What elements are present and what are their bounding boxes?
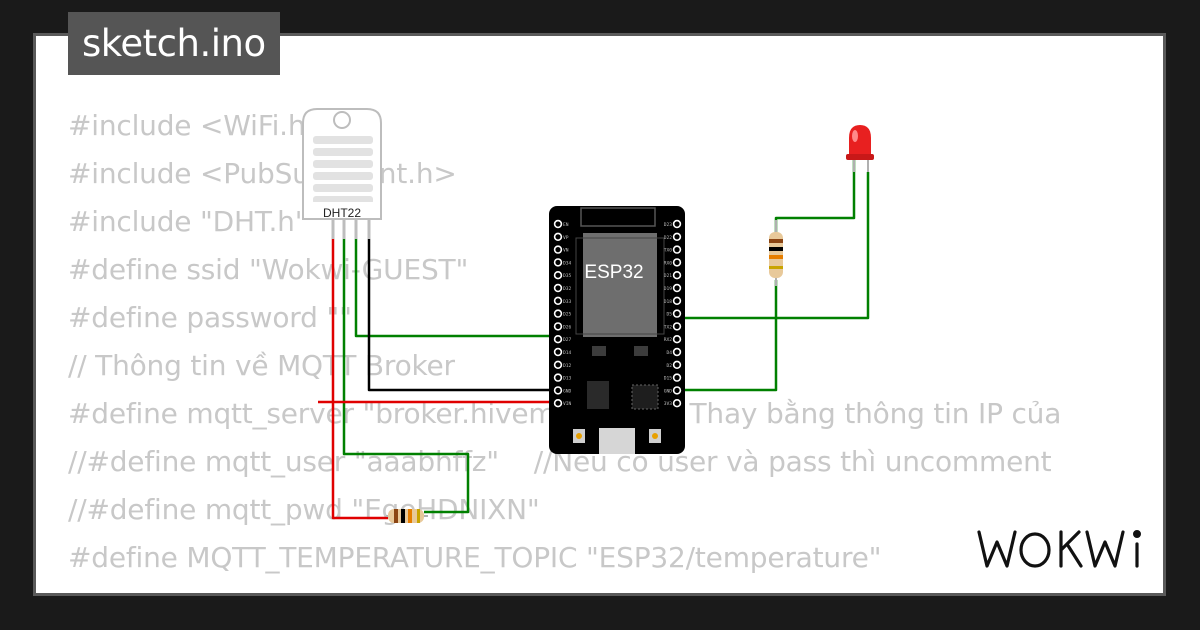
esp32-pin-label: 3V3 [664,401,673,407]
esp32-pin-left[interactable] [553,347,563,357]
esp32-pin-label: D18 [664,299,673,305]
esp32-pin-label: D19 [664,286,673,292]
code-line: #include "DHT.h" [68,205,308,238]
esp32-pin-left[interactable] [553,271,563,280]
esp32-pin-label: TX2 [664,324,673,330]
dht22-sensor[interactable]: DHT22 [302,108,382,239]
code-background: #include <WiFi.h>#include <PubSubClient.… [68,102,1061,593]
wire-d4-led [680,172,870,320]
esp32-pin-label: D35 [563,273,572,279]
code-line: //#define mqtt_pwd "EgeHDNIXN" [68,493,540,526]
esp32-pin-label: D21 [664,273,673,279]
esp32-pin-label: D2 [666,363,672,369]
esp32-pin-left[interactable] [553,399,563,408]
esp32-pin-label: RX2 [664,337,673,343]
esp32-pin-left[interactable] [553,219,563,229]
code-line: //#define mqtt_user "aaabhffz" //Nếu có … [68,445,1052,478]
esp32-pin-right[interactable] [672,386,682,395]
code-line: #define password "" [68,301,352,334]
esp32-pin-right[interactable] [672,309,682,318]
esp32-pin-right[interactable] [672,360,682,369]
esp32-pin-label: D22 [664,235,673,241]
esp32-pin-right[interactable] [672,245,682,254]
esp32-pin-label: EN [563,222,569,228]
red-led[interactable] [846,125,874,172]
wire-dht-to-d27 [354,236,558,338]
esp32-pin-left[interactable] [553,360,563,369]
esp32-pin-label: D32 [563,286,572,292]
preview-card: #include <WiFi.h>#include <PubSubClient.… [33,33,1166,596]
esp32-pin-right[interactable] [672,373,682,382]
esp32-pin-label: RX0 [664,260,673,266]
esp32-pin-label: D27 [563,337,572,343]
esp32-pin-label: D13 [563,376,572,382]
esp32-pin-right[interactable] [672,296,682,305]
esp32-pin-label: D25 [563,312,572,318]
resistor-dht[interactable] [386,509,428,523]
esp32-pin-left[interactable] [553,296,563,305]
circuit-diagram: DHT22 ESP32 [302,108,874,523]
esp32-pin-right[interactable] [672,258,682,267]
esp32-pin-left[interactable] [553,309,563,318]
esp32-pin-left[interactable] [553,232,563,242]
esp32-pin-right[interactable] [672,399,682,408]
wire-dht-gnd [367,236,558,392]
esp32-pin-label: D4 [666,350,672,356]
wire-dht-data [342,236,470,514]
wokwi-logo [977,530,1142,568]
wire-dht-vcc [331,236,388,520]
esp32-pin-label: D14 [563,350,572,356]
esp32-pin-left[interactable] [553,245,563,254]
esp32-pin-left[interactable] [553,283,563,293]
esp32-pin-label: D23 [664,222,673,228]
esp32-pin-label: VIN [563,401,572,407]
esp32-pin-label: D26 [563,324,572,330]
esp32-pin-label: VP [563,235,569,241]
esp32-pin-left[interactable] [553,373,563,382]
esp32-pin-label: D15 [664,376,673,382]
esp32-pin-right[interactable] [672,232,682,242]
esp32-pin-label: D5 [666,312,672,318]
esp32-pin-label: D12 [563,363,572,369]
esp32-pin-left[interactable] [553,258,563,267]
sketch-title-tab[interactable]: sketch.ino [68,12,280,75]
esp32-pin-label: D34 [563,260,572,266]
esp32-label: ESP32 [584,262,643,283]
esp32-pin-label: GND [563,388,572,394]
esp32-pin-label: VN [563,248,569,254]
wire-resistor-led [774,160,856,232]
esp32-pin-left[interactable] [553,335,563,344]
wire-d2-resistor [680,280,778,392]
resistor-led[interactable] [769,220,783,286]
esp32-pin-label: TX0 [664,248,673,254]
esp32-pin-right[interactable] [672,283,682,293]
dht22-label: DHT22 [323,206,361,220]
esp32-board[interactable]: ESP32 ENVPVND34D35D32D33D25D26D27D14D12D… [549,206,685,454]
esp32-pin-label: D33 [563,299,572,305]
esp32-pin-left[interactable] [553,386,563,395]
esp32-pin-right[interactable] [672,322,682,331]
esp32-pin-right[interactable] [672,335,682,344]
code-line: #define MQTT_TEMPERATURE_TOPIC "ESP32/te… [68,541,882,574]
code-line: #define MQTT_HUMIDITY_TOPIC "ESP32/humid… [68,582,1061,593]
esp32-pin-label: GND [664,388,673,394]
esp32-pin-right[interactable] [672,347,682,357]
esp32-pin-left[interactable] [553,322,563,331]
esp32-pin-right[interactable] [672,271,682,280]
esp32-pin-right[interactable] [672,219,682,229]
code-line: #define ssid "Wokwi-GUEST" [68,253,469,286]
